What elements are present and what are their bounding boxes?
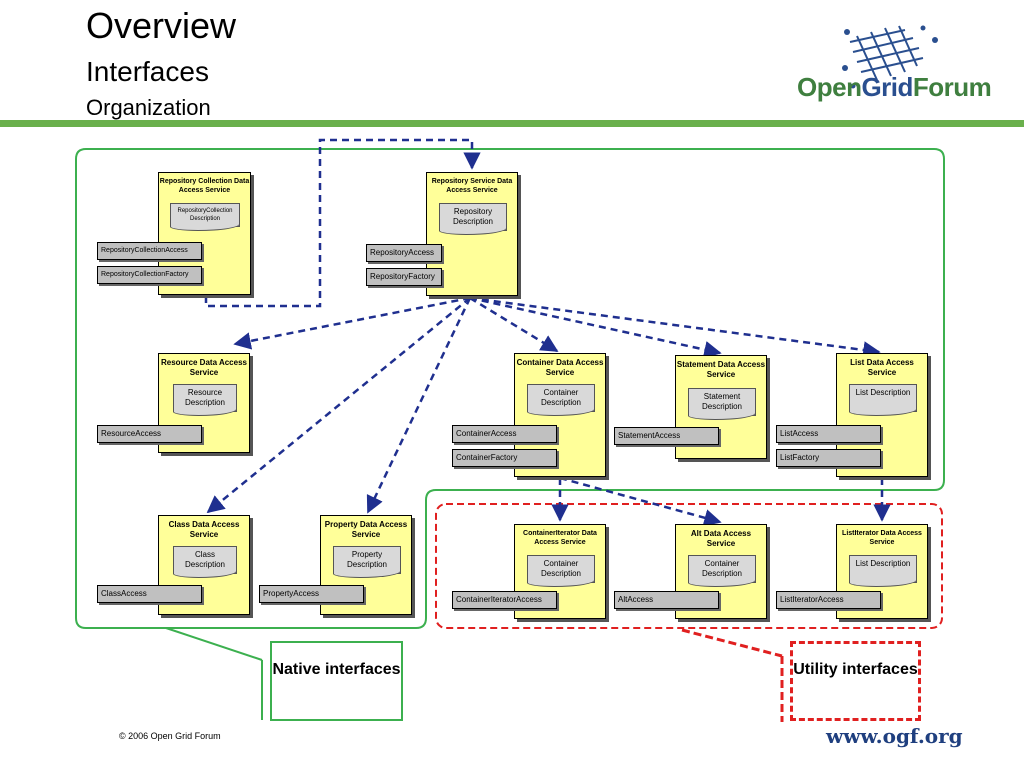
utility-interfaces-callout: Utility interfaces — [790, 641, 921, 721]
service-description-doc: Container Description — [688, 555, 756, 587]
service-description-doc: Container Description — [527, 384, 595, 416]
interface-list-access: ListAccess — [776, 425, 881, 443]
native-group-boundary — [75, 148, 945, 629]
service-description-doc: Class Description — [173, 546, 237, 578]
service-title: Property Data Access Service — [324, 520, 408, 539]
service-repository-collection: Repository Collection Data Access Servic… — [158, 172, 251, 295]
service-title: Repository Collection Data Access Servic… — [159, 178, 250, 194]
service-title: ListIterator Data Access Service — [842, 530, 922, 546]
interface-repository-access: RepositoryAccess — [366, 244, 442, 262]
ogf-url: www.ogf.org — [826, 724, 963, 748]
header-rule — [0, 120, 1024, 127]
service-description-doc: Property Description — [333, 546, 401, 578]
service-title: Container Data Access Service — [516, 358, 604, 377]
service-title: ContainerIterator Data Access Service — [523, 530, 597, 546]
service-container-iterator: ContainerIterator Data Access Service Co… — [514, 524, 606, 619]
service-description-doc: RepositoryCollection Description — [170, 203, 240, 231]
interface-statement-access: StatementAccess — [614, 427, 719, 445]
interface-container-factory: ContainerFactory — [452, 449, 557, 467]
service-description-doc: Container Description — [527, 555, 595, 587]
service-description-doc: Statement Description — [688, 388, 756, 420]
interface-container-iterator-access: ContainerIteratorAccess — [452, 591, 557, 609]
service-description-doc: Repository Description — [439, 203, 507, 235]
service-description-doc: List Description — [849, 555, 917, 587]
page-subtitle: Interfaces — [86, 56, 209, 87]
service-title: Repository Service Data Access Service — [431, 178, 513, 194]
service-description-doc: List Description — [849, 384, 917, 416]
ogf-logo-wordmark: OpenGridForum — [797, 72, 992, 102]
service-title: Class Data Access Service — [168, 520, 240, 539]
native-interfaces-callout: Native interfaces — [270, 641, 403, 721]
service-title: Alt Data Access Service — [690, 529, 752, 548]
service-title: Resource Data Access Service — [161, 358, 247, 377]
native-callout-leader — [165, 627, 263, 661]
service-title: List Data Access Service — [850, 358, 914, 377]
page-title: Overview — [86, 5, 237, 46]
service-description-doc: Resource Description — [173, 384, 237, 416]
interface-alt-access: AltAccess — [614, 591, 719, 609]
interface-list-factory: ListFactory — [776, 449, 881, 467]
service-title: Statement Data Access Service — [676, 360, 766, 379]
interface-resource-access: ResourceAccess — [97, 425, 202, 443]
interface-repository-collection-factory: RepositoryCollectionFactory — [97, 266, 202, 284]
interface-list-iterator-access: ListIteratorAccess — [776, 591, 881, 609]
service-class: Class Data Access Service Class Descript… — [158, 515, 250, 615]
page-subsubtitle: Organization — [86, 95, 211, 120]
interface-class-access: ClassAccess — [97, 585, 202, 603]
service-container: Container Data Access Service Container … — [514, 353, 606, 477]
copyright-footer: © 2006 Open Grid Forum — [119, 731, 221, 741]
interface-container-access: ContainerAccess — [452, 425, 557, 443]
interface-repository-collection-access: RepositoryCollectionAccess — [97, 242, 202, 260]
utility-callout-leader — [681, 628, 783, 658]
ogf-logo-icon — [842, 25, 938, 89]
utility-group-boundary — [435, 503, 943, 629]
service-statement: Statement Data Access Service Statement … — [675, 355, 767, 459]
service-list-iterator: ListIterator Data Access Service List De… — [836, 524, 928, 619]
service-property: Property Data Access Service Property De… — [320, 515, 412, 615]
interface-property-access: PropertyAccess — [259, 585, 364, 603]
interface-repository-factory: RepositoryFactory — [366, 268, 442, 286]
